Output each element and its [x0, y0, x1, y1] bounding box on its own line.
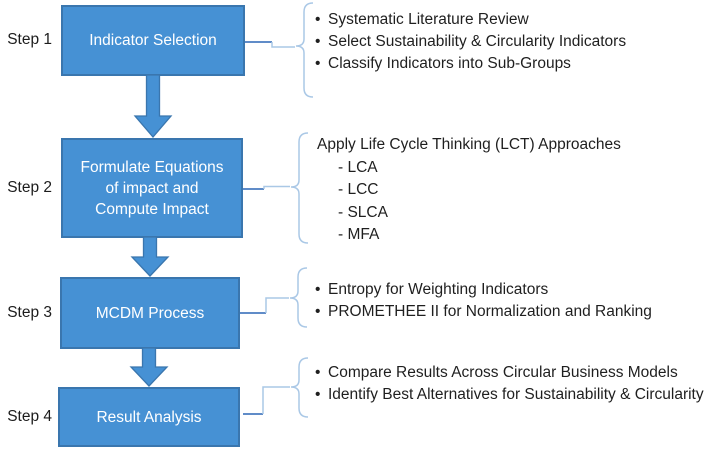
step-3-annotations: Entropy for Weighting Indicators PROMETH…	[315, 279, 652, 323]
connector-2-elbow	[263, 185, 290, 189]
list-item: Select Sustainability & Circularity Indi…	[315, 31, 626, 53]
step-2-label: Step 2	[7, 179, 52, 196]
list-item: Classify Indicators into Sub-Groups	[315, 53, 626, 75]
step-4-box-title: Result Analysis	[96, 408, 202, 426]
brace-2	[290, 132, 309, 244]
step-1-box: Indicator Selection	[61, 5, 245, 76]
brace-4	[290, 357, 309, 418]
step-1-box-title: Indicator Selection	[89, 32, 217, 49]
step-2-annotations: Apply Life Cycle Thinking (LCT) Approach…	[317, 134, 621, 247]
step-2-box-title: Formulate Equations of impact and Comput…	[80, 158, 224, 218]
brace-3	[289, 267, 308, 328]
list-item: Identify Best Alternatives for Sustainab…	[315, 384, 704, 406]
connector-3-elbow	[265, 297, 289, 313]
list-item: - MFA	[338, 226, 380, 243]
flow-arrow-3-icon	[129, 347, 169, 387]
step-3-box: MCDM Process	[60, 277, 240, 349]
step-2-box: Formulate Equations of impact and Comput…	[61, 138, 243, 238]
step-3-box-title: MCDM Process	[95, 304, 205, 322]
connector-4-elbow	[262, 386, 290, 414]
flow-arrow-2-icon	[130, 236, 170, 277]
list-item: Entropy for Weighting Indicators	[315, 279, 652, 301]
step-3-label: Step 3	[7, 304, 52, 321]
step-4-box: Result Analysis	[58, 387, 240, 447]
list-item: - SLCA	[338, 203, 388, 221]
step-4-annotations: Compare Results Across Circular Business…	[315, 362, 704, 406]
step-4-label: Step 4	[7, 408, 52, 425]
step-1-annotations: Systematic Literature Review Select Sust…	[315, 9, 626, 75]
step-1-label: Step 1	[7, 31, 52, 48]
connector-1-elbow	[271, 42, 295, 48]
list-item: Compare Results Across Circular Business…	[315, 362, 704, 384]
list-item: Systematic Literature Review	[315, 9, 626, 31]
list-item: - LCA	[338, 158, 378, 176]
flow-arrow-1-icon	[133, 74, 173, 138]
list-item: PROMETHEE II for Normalization and Ranki…	[315, 301, 652, 323]
brace-1	[295, 2, 314, 98]
lct-heading: Apply Life Cycle Thinking (LCT) Approach…	[317, 136, 621, 153]
list-item: - LCC	[338, 181, 379, 198]
